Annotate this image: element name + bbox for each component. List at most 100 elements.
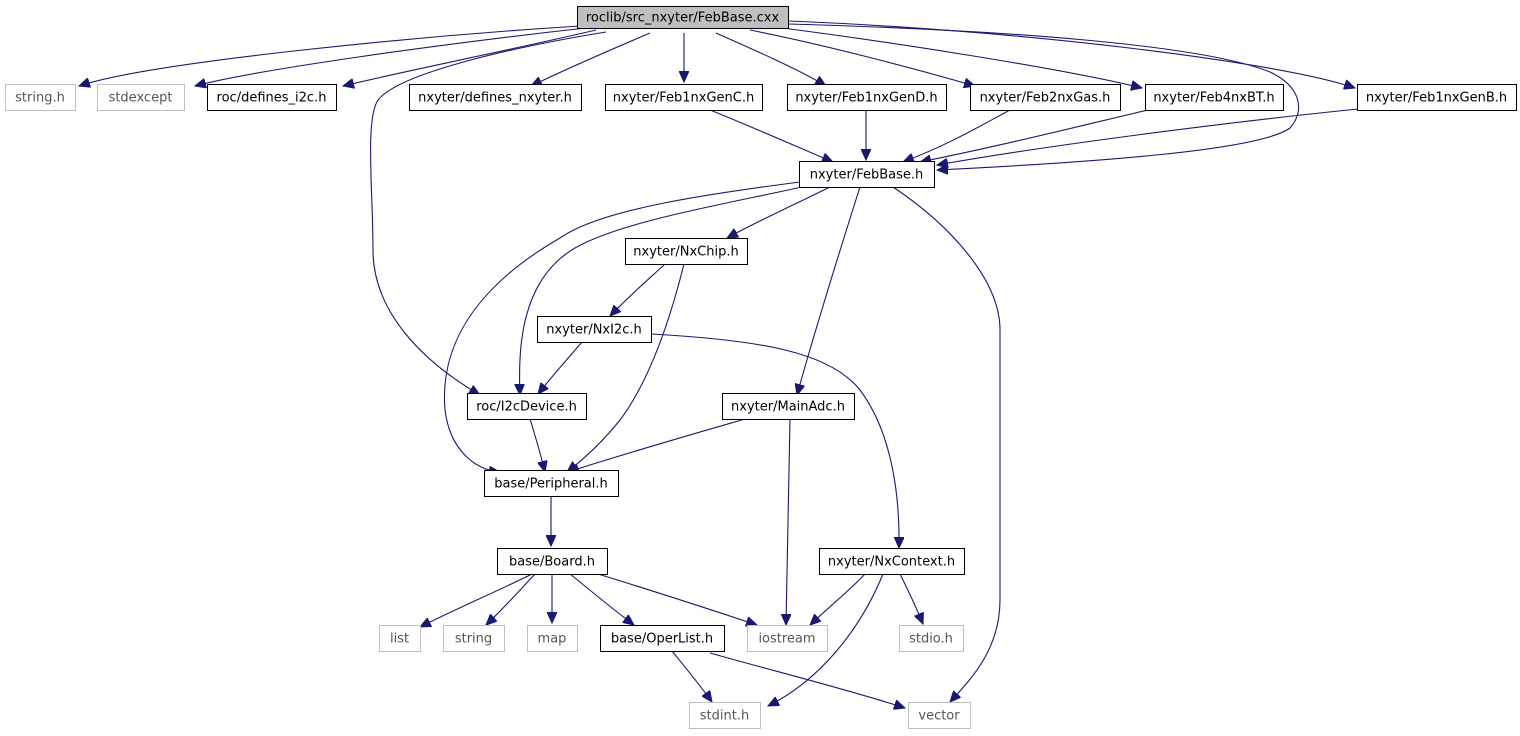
node-map: map (527, 625, 578, 652)
node-box (379, 625, 421, 652)
node-label: string (455, 632, 492, 647)
edge-febbase-to-vector (892, 186, 1001, 702)
node-label: nxyter/Feb1nxGenB.h (1366, 91, 1507, 106)
node-label: roc/defines_i2c.h (217, 91, 327, 106)
node-operlist[interactable]: base/OperList.h (600, 625, 725, 652)
edge-febbase-to-i2cdevice (520, 186, 803, 395)
node-defines_i2c[interactable]: roc/defines_i2c.h (207, 84, 337, 111)
edge-root-to-defines_nxyter (531, 32, 651, 86)
edge-root-to-febbase (787, 23, 1300, 170)
node-label: nxyter/Feb1nxGenC.h (613, 91, 754, 106)
node-gas[interactable]: nxyter/Feb2nxGas.h (970, 84, 1121, 111)
edge-genB-to-febbase (937, 108, 1359, 165)
edge-nxcontext-to-stdint (768, 573, 884, 706)
node-box (722, 393, 855, 420)
node-string: string (443, 625, 505, 652)
node-root[interactable]: roclib/src_nxyter/FebBase.cxx (577, 6, 789, 29)
edge-board-to-list (420, 573, 533, 627)
node-stdint: stdint.h (689, 702, 761, 729)
edge-genC-to-febbase (709, 109, 833, 162)
node-box (577, 6, 789, 29)
edge-root-to-i2cdevice (370, 31, 607, 395)
node-label: nxyter/NxChip.h (633, 245, 738, 260)
node-label: map (538, 632, 567, 647)
node-list: list (379, 625, 421, 652)
node-label: base/Board.h (509, 555, 595, 570)
node-vector: vector (908, 702, 971, 729)
edge-board-to-operlist (569, 573, 634, 625)
node-box (5, 84, 76, 111)
node-label: list (390, 632, 409, 647)
node-box (908, 702, 971, 729)
node-box (527, 625, 578, 652)
node-genD[interactable]: nxyter/Feb1nxGenD.h (787, 84, 947, 111)
node-nxi2c[interactable]: nxyter/NxI2c.h (537, 316, 652, 343)
node-febbase[interactable]: nxyter/FebBase.h (799, 161, 935, 188)
node-box (443, 625, 505, 652)
edge-root-to-defines_i2c (343, 29, 597, 86)
node-peripheral[interactable]: base/Peripheral.h (484, 470, 619, 497)
node-stdexcept: stdexcept (97, 84, 185, 111)
node-box (484, 470, 619, 497)
edge-febbase-to-nxchip (727, 186, 831, 238)
node-box (819, 548, 965, 575)
edge-nxi2c-to-i2cdevice (538, 341, 583, 394)
node-box (1145, 84, 1284, 111)
node-box (799, 161, 935, 188)
edge-root-to-genD (715, 32, 826, 86)
edge-nxcontext-to-stdio (899, 573, 923, 624)
node-genB[interactable]: nxyter/Feb1nxGenB.h (1357, 84, 1517, 111)
edge-root-to-gas (749, 29, 975, 86)
node-i2cdevice[interactable]: roc/I2cDevice.h (467, 393, 587, 420)
node-label: nxyter/defines_nxyter.h (418, 91, 572, 106)
node-label: nxyter/Feb4nxBT.h (1153, 91, 1274, 106)
node-box (467, 393, 587, 420)
node-label: nxyter/NxI2c.h (546, 323, 642, 338)
edge-operlist-to-vector (709, 652, 905, 708)
node-box (409, 84, 582, 111)
node-box (537, 316, 652, 343)
node-box (899, 625, 964, 652)
edge-nxi2c-to-nxcontext (650, 333, 899, 548)
node-box (970, 84, 1121, 111)
node-box (747, 625, 828, 652)
node-label: iostream (758, 632, 815, 647)
node-box (497, 548, 608, 575)
node-bt[interactable]: nxyter/Feb4nxBT.h (1145, 84, 1284, 111)
edge-root-to-genB (787, 20, 1355, 88)
node-label: roclib/src_nxyter/FebBase.cxx (586, 11, 780, 26)
node-box (787, 84, 947, 111)
node-board[interactable]: base/Board.h (497, 548, 608, 575)
edge-febbase-to-mainadc (797, 186, 861, 395)
node-label: stdexcept (109, 91, 173, 106)
edge-root-to-bt (782, 27, 1142, 88)
node-label: stdint.h (700, 709, 749, 724)
node-label: nxyter/MainAdc.h (731, 400, 845, 415)
edge-nxchip-to-nxi2c (610, 263, 666, 316)
node-label: nxyter/Feb1nxGenD.h (795, 91, 937, 106)
node-label: roc/I2cDevice.h (476, 400, 577, 415)
edge-bt-to-febbase (920, 109, 1149, 162)
edge-board-to-iostream (597, 573, 757, 625)
edge-febbase-to-peripheral (443, 181, 801, 472)
edge-i2cdevice-to-peripheral (529, 418, 545, 472)
edge-operlist-to-stdint (671, 650, 712, 702)
node-stdio: stdio.h (899, 625, 964, 652)
node-nxchip[interactable]: nxyter/NxChip.h (625, 238, 748, 265)
edge-root-to-string_h (79, 25, 581, 86)
node-nxcontext[interactable]: nxyter/NxContext.h (819, 548, 965, 575)
node-mainadc[interactable]: nxyter/MainAdc.h (722, 393, 855, 420)
node-box (207, 84, 337, 111)
node-label: nxyter/FebBase.h (810, 168, 924, 183)
node-label: nxyter/NxContext.h (828, 555, 955, 570)
edge-gas-to-febbase (903, 109, 1011, 162)
node-iostream: iostream (747, 625, 828, 652)
node-genC[interactable]: nxyter/Feb1nxGenC.h (605, 84, 763, 111)
edge-mainadc-to-peripheral (568, 418, 746, 472)
node-label: base/OperList.h (611, 632, 713, 647)
node-defines_nxyter[interactable]: nxyter/defines_nxyter.h (409, 84, 582, 111)
edge-root-to-stdexcept (195, 27, 587, 86)
node-label: stdio.h (909, 632, 953, 647)
